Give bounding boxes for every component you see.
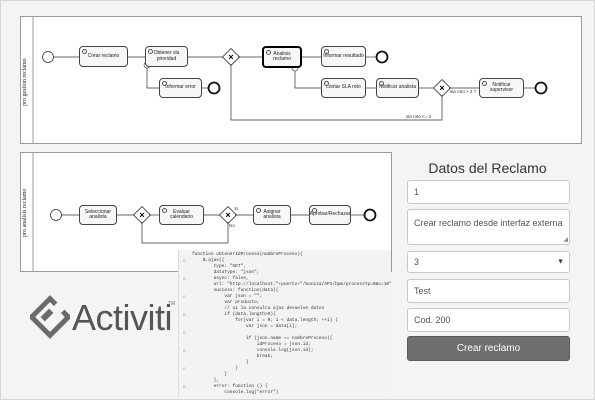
code-line: error: function () { — [192, 384, 268, 389]
fold-marker-icon[interactable]: ⊟ — [183, 278, 186, 282]
code-line: var json = data[i]; — [192, 324, 298, 329]
task-asignar-analista[interactable]: Asignar analista — [253, 205, 291, 225]
code-line: for(var i = 0; i < data.length; ++i) { — [192, 318, 338, 323]
code-line: break; — [192, 354, 274, 359]
user-task-icon — [82, 49, 87, 54]
chevron-down-icon: ▼ — [557, 258, 564, 266]
task-aprobar-rechazar[interactable]: Aprobar/Rechazar — [309, 205, 351, 225]
code-line: } — [192, 360, 249, 365]
task-informar-error[interactable]: Informar error — [159, 78, 202, 98]
diagram2-connectors: × × — [32, 153, 377, 271]
service-task-icon — [324, 81, 329, 86]
code-line: var json = ""; — [192, 294, 263, 299]
code-line: idProceso = json.id; — [192, 342, 311, 347]
field-id[interactable]: 1 — [407, 180, 570, 204]
fold-marker-icon[interactable]: ⊟ — [183, 350, 186, 354]
fold-marker-icon[interactable]: ⊟ — [183, 314, 186, 318]
code-line: if (data.length>0){ — [192, 312, 276, 317]
edge-label-sla-roto-gt: sla roto > 3 ? — [450, 89, 477, 94]
diagram1-connectors: × × — [32, 17, 548, 143]
fold-marker-icon[interactable]: ⊟ — [183, 260, 186, 264]
code-line: dataType: "json", — [192, 270, 260, 275]
resize-handle-icon[interactable]: ◢ — [563, 237, 568, 243]
bpmn-diagram-gestion-reclamo: × × pro gestion reclamo Crear reclamo Ob… — [20, 16, 582, 144]
lane-label: pro gestion reclamo — [22, 58, 28, 106]
svg-text:×: × — [228, 52, 233, 62]
user-task-icon — [266, 50, 271, 55]
code-line: url: "http://localhost:"+puerto+"/bonita… — [192, 282, 391, 287]
svg-text:×: × — [139, 210, 144, 220]
task-analisis-reclamo[interactable]: Analisis reclamo — [262, 46, 302, 68]
svg-text:×: × — [225, 210, 230, 220]
service-task-icon — [256, 208, 261, 213]
fold-marker-icon[interactable]: ⊟ — [183, 386, 186, 390]
task-notificar-supervisor[interactable]: Notificar supervisor — [479, 78, 524, 98]
fold-marker-icon[interactable]: ⊟ — [183, 296, 186, 300]
activiti-logo: Activiti TM — [30, 295, 180, 340]
code-line: if (json.name == nombreProceso){ — [192, 336, 333, 341]
script-task-icon — [162, 208, 167, 213]
code-line: async: false, — [192, 276, 249, 281]
select-priority[interactable]: 3▼ — [407, 251, 570, 273]
trademark-sign: TM — [168, 301, 176, 307]
service-task-icon — [482, 81, 487, 86]
task-contar-sla-roto[interactable]: contar SLA roto — [321, 78, 366, 98]
code-line: $.ajax({ — [192, 258, 225, 263]
task-informar-resultado[interactable]: Informar resultado — [321, 46, 366, 67]
field-name[interactable]: Test — [407, 279, 570, 303]
code-line: }, — [192, 378, 220, 383]
code-line: console.log(json.id); — [192, 348, 314, 353]
service-task-icon — [379, 81, 384, 86]
task-crear-reclamo[interactable]: Crear reclamo — [79, 46, 128, 67]
edge-label-no: No — [229, 223, 235, 228]
code-line: var producto; — [192, 300, 260, 305]
service-task-icon — [148, 49, 153, 54]
code-snippet: function obtenerIdProcess(nombreProceso)… — [178, 250, 391, 398]
task-obtener-sla[interactable]: Obtener sla prioridad — [145, 46, 188, 67]
task-notificar-analista[interactable]: Notificar analista — [376, 78, 419, 98]
form-title: Datos del Reclamo — [428, 160, 547, 176]
edge-label-si: Si — [234, 206, 239, 211]
activiti-logo-icon — [30, 295, 70, 339]
lane-label: pro analisis reclamo — [22, 188, 28, 238]
user-task-icon — [312, 208, 317, 213]
code-line: } — [192, 372, 228, 377]
svg-text:×: × — [439, 83, 444, 93]
service-task-icon — [324, 49, 329, 54]
code-line: success: function(data){ — [192, 288, 279, 293]
edge-label-sla-roto-le: sla roto <= 3 — [406, 114, 432, 119]
service-task-icon — [162, 81, 167, 86]
task-evaluar-calendario[interactable]: Evaluar calendario — [159, 205, 204, 225]
code-line: console.log("error") — [192, 390, 279, 395]
field-code[interactable]: Cod. 200 — [407, 308, 570, 332]
code-line: // si la consulta ajax devuelve datos — [192, 306, 325, 311]
code-line: function obtenerIdProcess(nombreProceso)… — [192, 252, 303, 257]
fold-marker-icon[interactable]: ⊟ — [183, 368, 186, 372]
activiti-logo-text: Activiti — [72, 297, 173, 338]
code-line: type: "GET", — [192, 264, 247, 269]
fold-marker-icon[interactable]: ⊟ — [183, 332, 186, 336]
task-seleccionar-analista[interactable]: Seleccionar analista — [79, 205, 117, 225]
field-description[interactable]: Crear reclamo desde interfaz externa◢ — [407, 209, 570, 245]
code-line: } — [192, 366, 238, 371]
crear-reclamo-button[interactable]: Crear reclamo — [407, 336, 570, 361]
